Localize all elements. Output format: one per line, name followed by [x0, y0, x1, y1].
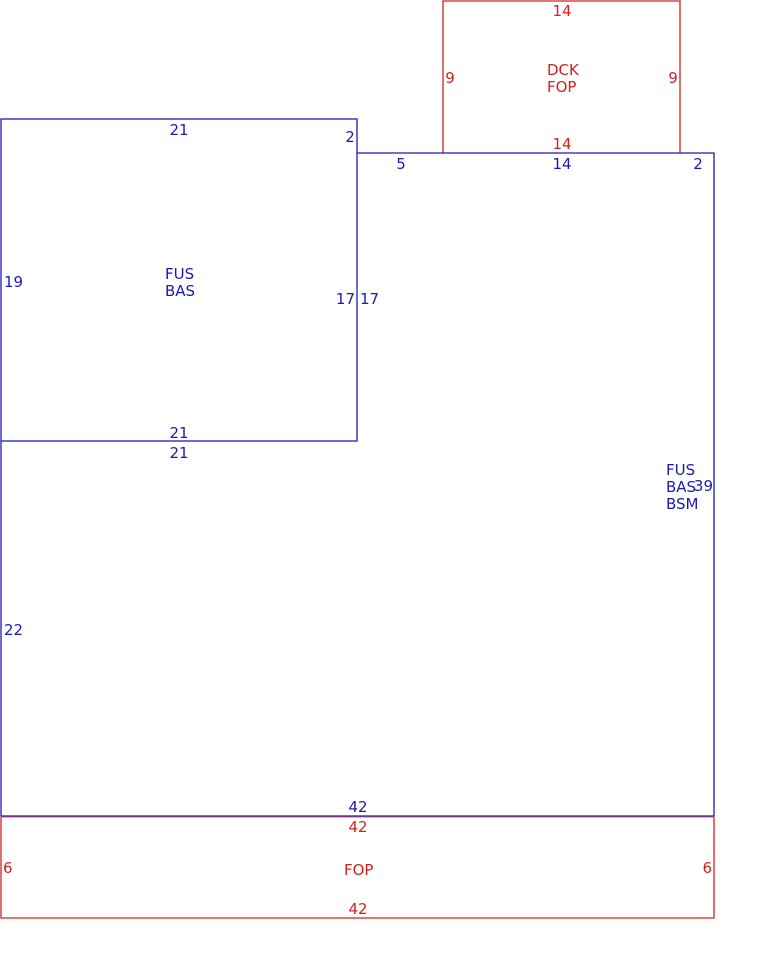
deck-code-2: FOP — [547, 78, 576, 96]
deck-dim-bottom: 14 — [552, 135, 571, 153]
left-wing-dim-top-right: 2 — [345, 128, 355, 146]
porch-dim-left: 6 — [3, 859, 13, 877]
deck-dim-left: 9 — [445, 69, 455, 87]
deck-dim-top: 14 — [552, 2, 571, 20]
deck-dim-right: 9 — [668, 69, 678, 87]
front-porch-outline — [0, 817, 715, 919]
main-dim-top-right: 2 — [693, 155, 703, 173]
main-dim-left: 22 — [4, 621, 23, 639]
porch-dim-right: 6 — [702, 859, 712, 877]
left-wing-dim-right: 17 — [336, 290, 355, 308]
main-dim-wing-bottom: 21 — [169, 444, 188, 462]
main-dim-top: 14 — [552, 155, 571, 173]
left-wing-code-2: BAS — [165, 282, 195, 300]
deck-outline — [442, 0, 681, 153]
porch-dim-bottom: 42 — [348, 900, 367, 918]
deck-code-1: DCK — [547, 61, 580, 79]
main-code-2: BAS — [666, 478, 696, 496]
front-porch-area: 42 6 6 42 FOP — [0, 816, 715, 919]
main-body-outline — [0, 152, 715, 817]
main-dim-bottom: 42 — [348, 798, 367, 816]
left-wing-area: 21 2 19 17 21 FUS BAS — [0, 118, 358, 442]
porch-dim-top: 42 — [348, 818, 367, 836]
main-code-1: FUS — [666, 461, 695, 479]
left-wing-outline — [0, 118, 358, 442]
left-wing-dim-left: 19 — [4, 273, 23, 291]
main-dim-notch-right: 17 — [360, 290, 379, 308]
left-wing-dim-bottom: 21 — [169, 424, 188, 442]
porch-code: FOP — [344, 861, 373, 879]
left-wing-dim-top: 21 — [169, 121, 188, 139]
deck-area: 14 9 9 14 DCK FOP — [442, 0, 681, 153]
main-dim-top-left: 5 — [396, 155, 406, 173]
main-body-area: 5 14 2 17 21 22 39 42 FUS BAS BSM — [0, 152, 715, 817]
main-dim-right: 39 — [694, 477, 713, 495]
main-code-3: BSM — [666, 495, 699, 513]
left-wing-code-1: FUS — [165, 265, 194, 283]
